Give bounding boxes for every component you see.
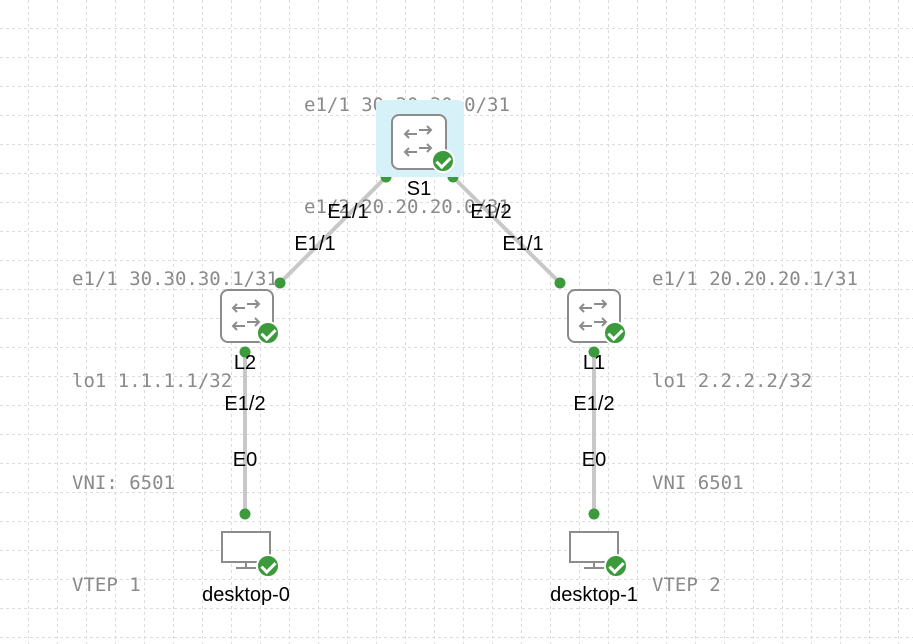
note-l2: e1/1 30.30.30.1/31 lo1 1.1.1.1/32 VNI: 6… [72, 194, 278, 636]
port-desktop0-e0[interactable] [239, 508, 251, 520]
port-desktop1-e0[interactable] [588, 508, 600, 520]
link-label-s1-l1-b: E1/1 [502, 233, 544, 255]
note-s1-line: e1/2 20.20.20.0/31 [304, 196, 510, 218]
port-l1-e1-2[interactable] [588, 346, 600, 358]
link-label-l2-d0-b: E0 [232, 449, 258, 471]
note-l2-line: e1/1 30.30.30.1/31 [72, 268, 278, 290]
node-label-s1: S1 [406, 178, 432, 200]
check-circle-icon [604, 554, 628, 578]
link-s1-l1[interactable] [451, 175, 562, 285]
link-label-s1-l2-a: E1/1 [327, 201, 369, 223]
node-desktop-0[interactable] [220, 530, 282, 580]
port-l2-e1-2[interactable] [239, 346, 251, 358]
check-circle-icon [256, 321, 280, 345]
note-l1-line: e1/1 20.20.20.1/31 [652, 268, 858, 290]
port-l1-e1-1[interactable] [554, 277, 566, 289]
switch-arrows-icon [231, 299, 261, 331]
switch-arrows-icon [403, 125, 433, 157]
note-l2-line: VTEP 1 [72, 574, 141, 596]
note-l2-line: VNI: 6501 [72, 472, 175, 494]
note-l1-line: lo1 2.2.2.2/32 [652, 370, 813, 392]
link-label-s1-l2-b: E1/1 [294, 233, 336, 255]
node-label-desktop-0: desktop-0 [202, 584, 290, 606]
node-l1[interactable] [567, 289, 627, 347]
node-label-l1: L1 [582, 352, 606, 374]
link-label-l2-d0-a: E1/2 [224, 393, 266, 415]
node-l2[interactable] [220, 289, 280, 347]
node-desktop-1[interactable] [568, 530, 630, 580]
node-s1[interactable] [391, 114, 455, 173]
check-circle-icon [431, 149, 455, 173]
note-l2-line: lo1 1.1.1.1/32 [72, 370, 233, 392]
node-label-l2: L2 [233, 352, 257, 374]
note-l1: e1/1 20.20.20.1/31 lo1 2.2.2.2/32 VNI 65… [652, 194, 858, 636]
link-s1-l2[interactable] [278, 175, 388, 285]
link-label-l1-d1-b: E0 [581, 449, 607, 471]
switch-arrows-icon [578, 299, 608, 331]
link-label-l1-d1-a: E1/2 [573, 393, 615, 415]
port-l2-e1-1[interactable] [274, 277, 286, 289]
note-l1-line: VTEP 2 [652, 574, 721, 596]
check-circle-icon [256, 554, 280, 578]
node-label-desktop-1: desktop-1 [550, 584, 638, 606]
note-l1-line: VNI 6501 [652, 472, 744, 494]
check-circle-icon [603, 321, 627, 345]
link-label-s1-l1-a: E1/2 [470, 201, 512, 223]
